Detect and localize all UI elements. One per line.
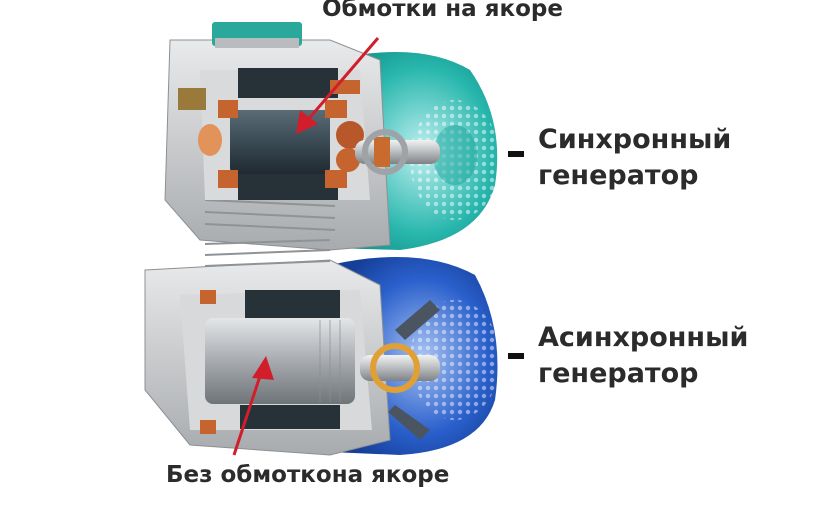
dash-sync [508, 151, 524, 157]
label-no-windings-on-armature: Без обмоткона якоре [166, 462, 450, 488]
async-label-line2: генератор [538, 358, 699, 389]
sync-generator [164, 22, 500, 251]
label-windings-on-armature: Обмотки на якоре [322, 0, 563, 22]
async-generator [144, 239, 500, 456]
async-label-line1: Асинхронный [538, 322, 749, 353]
dash-async [508, 353, 524, 359]
arrow-bottom [232, 356, 274, 456]
sync-generator-label: Синхронный генератор [538, 122, 731, 194]
sync-label-line2: генератор [538, 160, 699, 191]
async-generator-label: Асинхронный генератор [538, 320, 748, 392]
sync-label-line1: Синхронный [538, 124, 732, 155]
arrow-top [296, 37, 380, 134]
